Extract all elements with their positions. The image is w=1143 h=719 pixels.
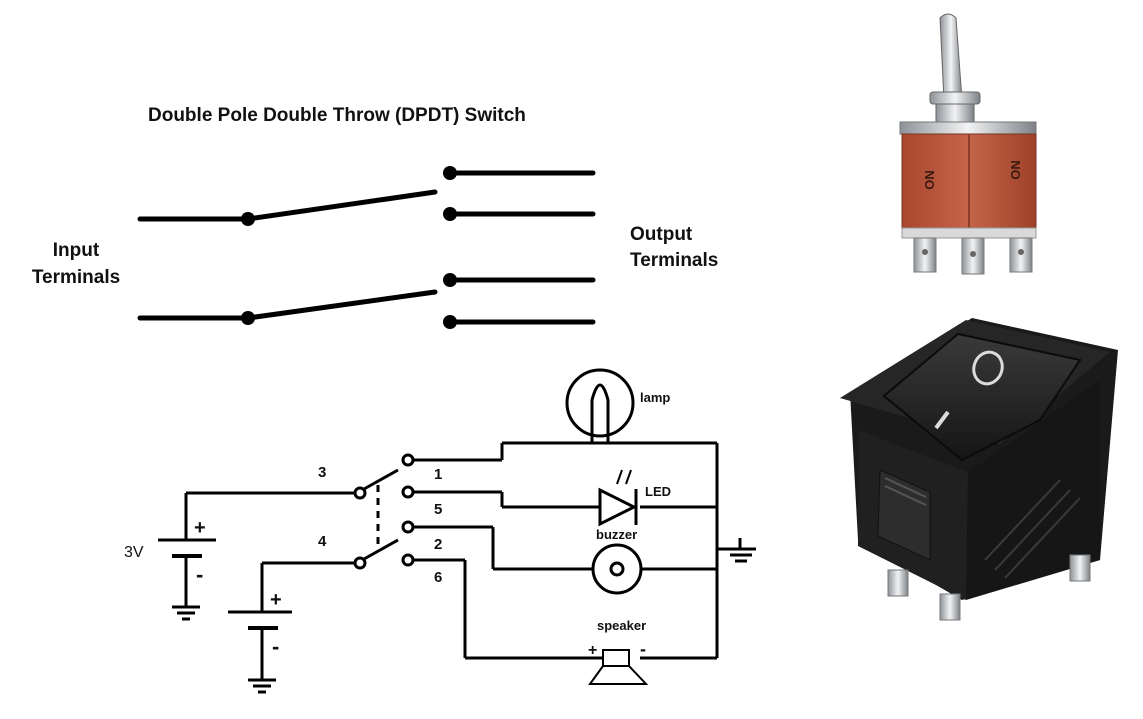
rocker-off-symbol	[972, 350, 1004, 386]
toggle-switch-photo: ON ON	[899, 13, 1037, 275]
terminal-1-contact	[401, 453, 415, 467]
terminal-6-label: 6	[434, 569, 442, 586]
led-symbol	[598, 469, 638, 527]
output-label-line2: Terminals	[630, 250, 718, 271]
diagram-title: Double Pole Double Throw (DPDT) Switch	[148, 105, 526, 126]
pivot-top	[241, 212, 255, 226]
speaker-symbol	[588, 649, 649, 685]
battery1-minus: -	[196, 562, 203, 587]
pole-4-arm	[363, 538, 399, 561]
speaker-label: speaker	[597, 618, 646, 633]
lamp-symbol	[565, 368, 635, 443]
pole-4-contact	[353, 556, 367, 570]
terminal-6-contact	[401, 553, 415, 567]
output-label-line1: Output	[630, 224, 693, 245]
switch-arm-top	[245, 189, 438, 222]
rocker-switch-photo	[840, 318, 1118, 621]
rocker-on-symbol	[934, 410, 950, 430]
input-label-line2: Terminals	[32, 267, 120, 288]
pole-4-label: 4	[318, 533, 327, 550]
speaker-plus: +	[588, 642, 597, 659]
buzzer-symbol	[591, 543, 643, 595]
toggle-left-marking: ON	[922, 170, 937, 190]
pivot-bottom	[241, 311, 255, 325]
pole-3-contact	[353, 486, 367, 500]
circuit-labels: 3V + - + - 3 4 1 5 2 6 lamp LED buzzer s…	[124, 390, 671, 659]
switch-arm-bottom	[245, 289, 438, 321]
dpdt-schematic: Double Pole Double Throw (DPDT) Switch I…	[32, 105, 718, 329]
battery-second	[228, 561, 357, 694]
terminal-1-label: 1	[434, 466, 442, 483]
input-label-line1: Input	[53, 240, 100, 261]
battery2-plus: +	[270, 589, 282, 611]
battery-voltage-label: 3V	[124, 544, 144, 561]
terminal-5-label: 5	[434, 501, 442, 518]
battery-3v	[158, 491, 356, 621]
pole-3-label: 3	[318, 464, 326, 481]
lamp-label: lamp	[640, 390, 670, 405]
terminal-2-contact	[401, 520, 415, 534]
example-circuit	[158, 368, 756, 694]
battery1-plus: +	[194, 517, 206, 539]
toggle-right-marking: ON	[1008, 160, 1023, 180]
led-label: LED	[645, 484, 671, 499]
buzzer-label: buzzer	[596, 527, 637, 542]
terminal-5-contact	[401, 485, 415, 499]
battery2-minus: -	[272, 634, 279, 659]
speaker-minus: -	[640, 639, 646, 659]
terminal-2-label: 2	[434, 536, 442, 553]
pole-3-arm	[363, 468, 399, 491]
